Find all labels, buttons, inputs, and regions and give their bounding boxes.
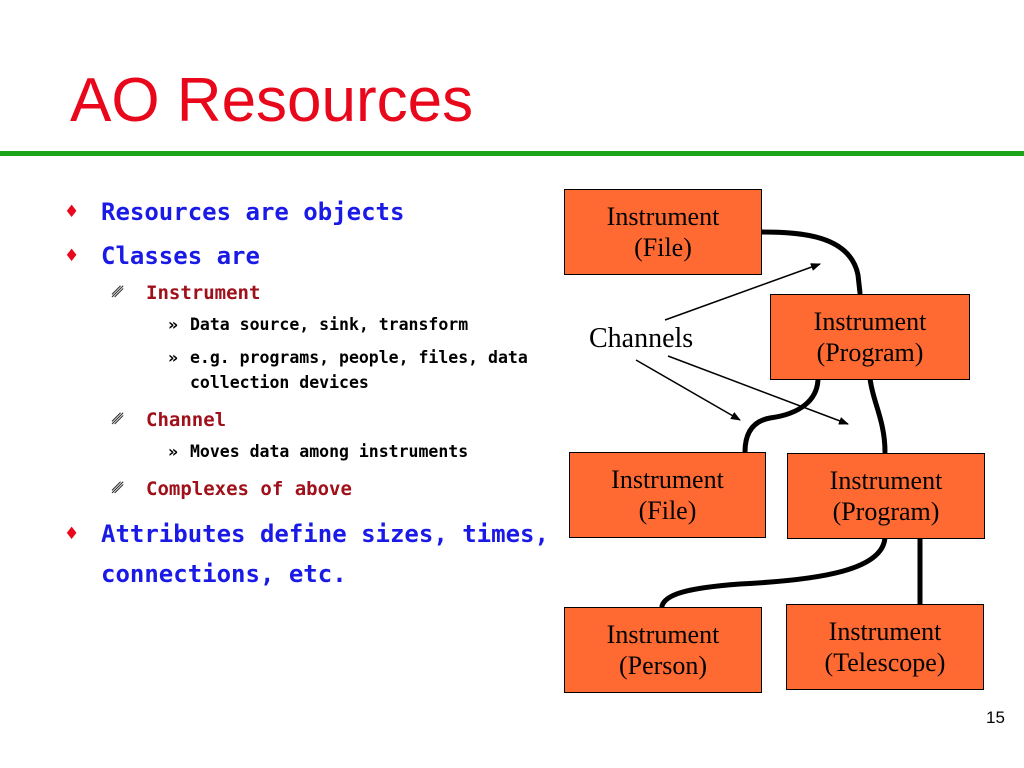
diamond-bullet-icon: ♦ (64, 524, 80, 544)
box-line2: (File) (638, 496, 697, 525)
link-program-to-file (742, 375, 821, 455)
link-program-to-person (659, 533, 888, 609)
detail-bullet: » Moves data among instruments (64, 439, 564, 464)
detail-bullet: » e.g. programs, people, files, data col… (64, 345, 564, 395)
instrument-box-program-mid: Instrument (Program) (787, 453, 985, 539)
link-program-to-program (867, 375, 888, 455)
box-line2: (File) (634, 233, 692, 262)
sub-bullet-text: Instrument (146, 282, 261, 304)
channel-arrow-to-lower-program (667, 355, 849, 425)
sub-bullet-complexes: ␥ Complexes of above (64, 472, 564, 506)
bullet-resources: ♦ Resources are objects (64, 192, 564, 232)
slide-title: AO Resources (70, 66, 474, 135)
box-line1: Instrument (606, 201, 720, 231)
box-line1: Instrument (829, 465, 943, 495)
instrument-box-program-top: Instrument (Program) (770, 294, 970, 380)
sub-bullet-channel: ␥ Channel (64, 403, 564, 437)
detail-text: e.g. programs, people, files, data colle… (190, 348, 528, 392)
sub-bullet-text: Channel (146, 409, 227, 431)
detail-text: Moves data among instruments (190, 442, 469, 461)
bullet-text: Resources are objects (101, 198, 405, 226)
box-line1: Instrument (611, 464, 724, 494)
instrument-box-person: Instrument (Person) (564, 607, 762, 693)
chevron-bullet-icon: » (168, 315, 179, 334)
arrow-bullet-icon: ␥ (112, 481, 124, 497)
detail-text: Data source, sink, transform (190, 315, 469, 334)
box-line2: (Program) (816, 338, 924, 367)
detail-bullet: » Data source, sink, transform (64, 312, 564, 337)
box-line1: Instrument (828, 616, 942, 646)
instrument-box-file-top: Instrument (File) (564, 189, 762, 275)
box-line2: (Telescope) (824, 648, 946, 677)
bullet-list: ♦ Resources are objects ♦ Classes are ␥ … (64, 192, 564, 594)
chevron-bullet-icon: » (168, 348, 179, 367)
channels-label: Channels (589, 323, 694, 354)
channel-arrow-to-lower-file (635, 359, 741, 421)
diamond-bullet-icon: ♦ (64, 202, 80, 222)
link-file-to-program (759, 229, 863, 296)
box-line2: (Program) (832, 497, 940, 526)
box-line1: Instrument (813, 306, 927, 336)
arrow-bullet-icon: ␥ (112, 412, 124, 428)
sub-bullet-instrument: ␥ Instrument (64, 276, 564, 310)
arrow-bullet-icon: ␥ (112, 285, 124, 301)
page-number: 15 (986, 708, 1005, 727)
channel-arrow-to-file-link (664, 263, 821, 321)
sub-bullet-text: Complexes of above (146, 478, 352, 500)
chevron-bullet-icon: » (168, 442, 179, 461)
diamond-bullet-icon: ♦ (64, 246, 80, 266)
box-line1: Instrument (606, 619, 720, 649)
bullet-classes: ♦ Classes are (64, 236, 564, 276)
instrument-box-telescope: Instrument (Telescope) (786, 604, 984, 690)
box-line2: (Person) (618, 651, 708, 680)
instrument-box-file-mid: Instrument (File) (569, 452, 766, 538)
title-divider (0, 151, 1024, 156)
bullet-text: Attributes define sizes, times, connecti… (101, 520, 549, 588)
bullet-text: Classes are (101, 242, 260, 270)
bullet-attributes: ♦ Attributes define sizes, times, connec… (64, 514, 564, 594)
